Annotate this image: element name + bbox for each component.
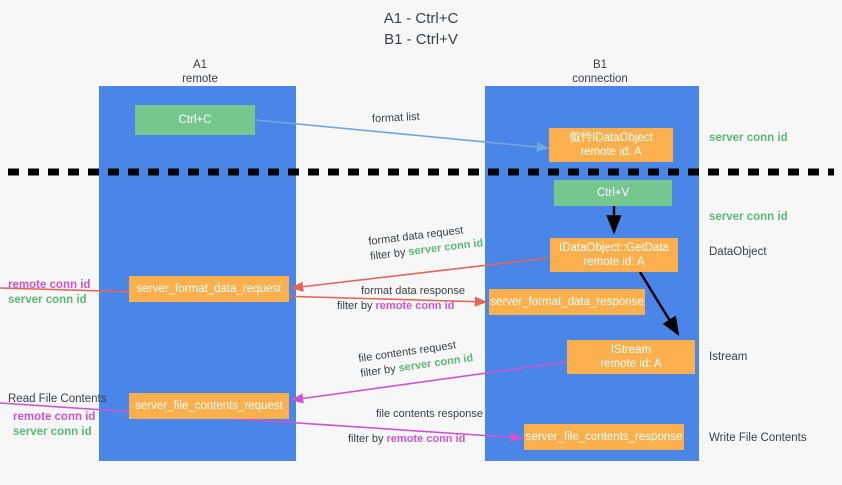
- filter-prefix: filter by: [337, 300, 376, 312]
- box-ctrl-v[interactable]: Ctrl+V: [554, 180, 672, 206]
- edge-label-format-data-response-filter: filter by remote conn id: [337, 299, 465, 314]
- box-server-file-contents-request-label: server_file_contents_request: [135, 400, 283, 412]
- lane-a1-sub: remote: [182, 73, 218, 85]
- left-label-conn-ids-mid: remote conn id server conn id: [8, 278, 90, 308]
- right-label-server-conn-id-top: server conn id: [709, 132, 788, 144]
- title-line-1: A1 - Ctrl+C: [383, 10, 459, 27]
- left-label-conn-ids-low: remote conn id server conn id: [13, 410, 95, 440]
- edge-label-format-data-request: format data request filter by server con…: [368, 221, 485, 265]
- box-server-format-data-request-label: server_format_data_request: [136, 283, 282, 295]
- left-label-remote-conn-id-mid: remote conn id: [8, 279, 91, 291]
- filter-value-remote-conn-id: remote conn id: [375, 300, 455, 312]
- edge-label-format-data-response-text: format data response: [361, 285, 465, 297]
- box-server-file-contents-response-label: server_file_contents_response: [525, 431, 683, 443]
- box-server-file-contents-response[interactable]: server_file_contents_response: [524, 424, 684, 450]
- lane-b1-name: B1: [592, 59, 608, 71]
- box-istream-line2: remote id: A: [600, 358, 662, 370]
- box-getdata-line2: remote id: A: [583, 256, 645, 268]
- edge-label-file-contents-response-text: file contents response: [376, 408, 484, 420]
- left-label-server-conn-id-low: server conn id: [13, 426, 92, 438]
- title-line-2: B1 - Ctrl+V: [384, 31, 458, 48]
- left-label-read-file-contents: Read File Contents: [8, 393, 107, 405]
- box-server-format-data-request[interactable]: server_format_data_request: [129, 276, 289, 302]
- box-istream[interactable]: IStream remote id: A: [567, 340, 695, 374]
- box-idataobject-top-line2: remote id: A: [580, 146, 642, 158]
- right-label-istream: Istream: [709, 351, 748, 363]
- lane-a1-name: A1: [192, 59, 208, 71]
- page-title: A1 - Ctrl+C B1 - Ctrl+V: [0, 8, 842, 50]
- box-idataobject-getdata[interactable]: IDataObject::GetData remote id: A: [550, 238, 678, 272]
- right-label-dataobject: DataObject: [709, 246, 767, 258]
- lane-header-b1: B1 connection: [535, 58, 665, 86]
- filter-value-remote-conn-id: remote conn id: [386, 433, 466, 445]
- box-istream-line1: IStream: [610, 344, 652, 356]
- edge-label-format-list: format list: [372, 110, 420, 127]
- edge-label-file-contents-response: file contents response filter by remote …: [348, 407, 483, 447]
- lane-b1-sub: connection: [572, 73, 628, 85]
- box-server-format-data-response[interactable]: server_format_data_response: [489, 289, 645, 315]
- box-idataobject-top[interactable]: 伮忴IDataObject remote id: A: [549, 128, 673, 162]
- right-label-write-file-contents: Write File Contents: [709, 432, 807, 444]
- box-server-format-data-response-label: server_format_data_response: [490, 296, 644, 308]
- edge-label-file-contents-response-filter: filter by remote conn id: [348, 422, 483, 447]
- box-ctrl-v-label: Ctrl+V: [596, 187, 630, 199]
- filter-prefix: filter by: [369, 246, 410, 263]
- box-getdata-line1: IDataObject::GetData: [559, 242, 669, 254]
- lane-header-a1: A1 remote: [140, 58, 260, 86]
- box-ctrl-c[interactable]: Ctrl+C: [135, 105, 255, 135]
- box-server-file-contents-request[interactable]: server_file_contents_request: [129, 393, 289, 419]
- left-label-server-conn-id-mid: server conn id: [8, 294, 87, 306]
- filter-prefix: filter by: [359, 362, 400, 380]
- box-ctrl-c-label: Ctrl+C: [178, 114, 212, 126]
- edge-label-format-data-response: format data response filter by remote co…: [337, 284, 465, 314]
- edge-label-format-list-text: format list: [371, 110, 420, 126]
- edge-label-file-contents-request: file contents request filter by server c…: [357, 336, 474, 382]
- right-label-server-conn-id-second: server conn id: [709, 211, 788, 223]
- filter-prefix: filter by: [348, 433, 387, 445]
- box-idataobject-top-line1: 伮忴IDataObject: [569, 132, 653, 144]
- left-label-remote-conn-id-low: remote conn id: [13, 411, 96, 423]
